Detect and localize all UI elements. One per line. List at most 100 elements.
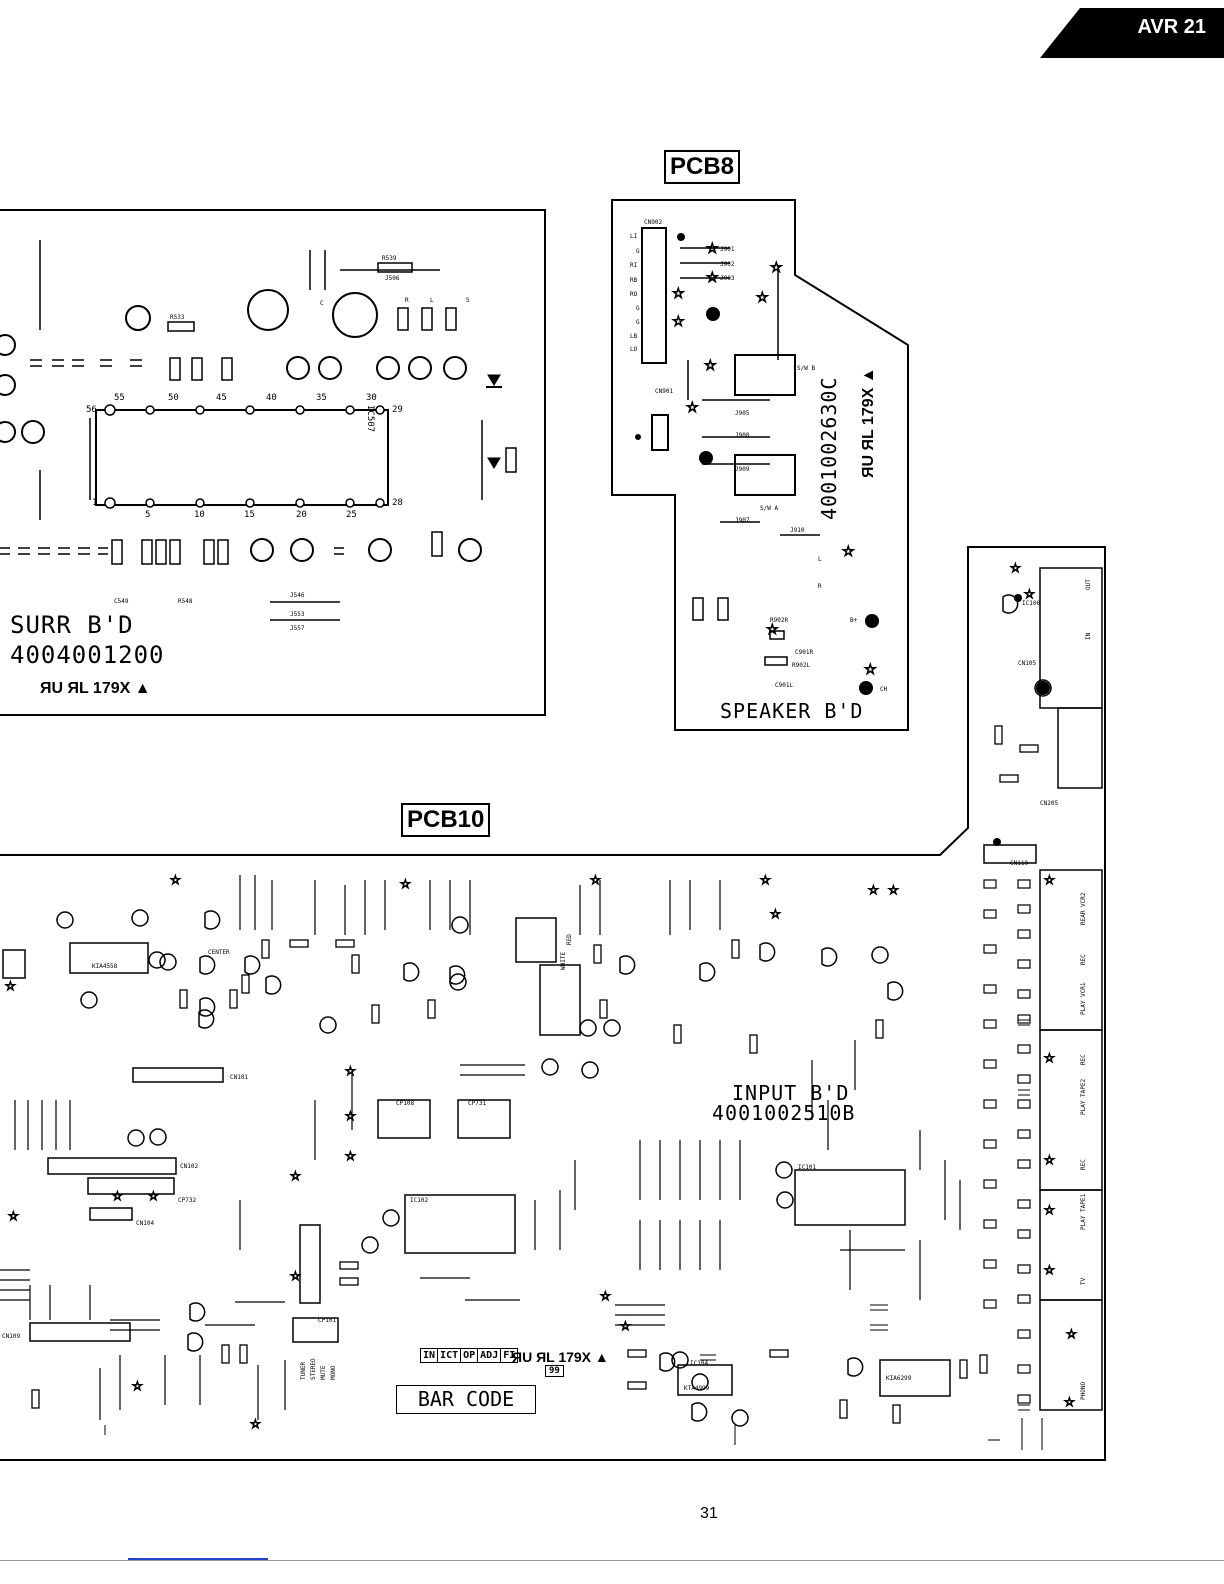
sw-b-body <box>734 354 796 396</box>
ic507-body <box>95 409 389 506</box>
label-red: RED <box>566 934 573 945</box>
io-rear-vcr2: REAR VCR2 <box>1080 892 1087 925</box>
svg-text:☆: ☆ <box>756 290 769 306</box>
surr-ul-mark: ЯU ЯL 179X ▲ <box>40 680 151 697</box>
svg-text:☆: ☆ <box>600 1289 611 1303</box>
pcb8-part-number: 4001002630C <box>817 376 841 520</box>
pcb10-part-number: 4001002510B <box>712 1101 856 1125</box>
label-mute: MUTE <box>320 1365 327 1380</box>
label-cp108: CP731 <box>468 1100 487 1107</box>
svg-text:☆: ☆ <box>888 883 899 897</box>
pin-g3: G <box>636 319 640 326</box>
label-j557: J557 <box>290 625 305 632</box>
label-r539: R539 <box>382 255 397 262</box>
pin-number-25: 25 <box>346 510 357 520</box>
pin-number-1: 1 <box>92 498 98 508</box>
label-j907: J907 <box>735 517 750 524</box>
label-cn205: CN205 <box>1040 800 1059 807</box>
label-l: L <box>818 556 822 563</box>
svg-text:☆: ☆ <box>148 1189 159 1203</box>
surr-electrolytics <box>0 289 482 562</box>
label-r902l: R902L <box>792 662 811 669</box>
label-sw-b: S/W B <box>797 365 816 372</box>
pin-g2: G <box>636 305 640 312</box>
label-ic104: IC104 <box>690 1360 709 1367</box>
footer-rule <box>0 1560 1224 1561</box>
pin-number-29: 29 <box>392 405 403 415</box>
label-c552: R548 <box>178 598 193 605</box>
label-cn109: CN109 <box>2 1333 21 1340</box>
io-rec-1: REC <box>1080 954 1087 965</box>
label-cn902: CN902 <box>644 219 663 226</box>
pin-number-20: 20 <box>296 510 307 520</box>
io-rec-3: REC <box>1080 1159 1087 1170</box>
svg-text:☆: ☆ <box>290 1169 301 1183</box>
surr-board-outline <box>0 209 546 716</box>
label-ic106: IC106 <box>1022 600 1041 607</box>
svg-text:☆: ☆ <box>842 544 855 560</box>
letter-c: C <box>320 300 324 307</box>
label-center: CENTER <box>208 949 230 956</box>
svg-text:☆: ☆ <box>706 241 719 257</box>
header-tab: AVR 21 <box>1040 0 1224 58</box>
header-tab-shape <box>1040 8 1224 58</box>
svg-text:☆: ☆ <box>1044 1263 1055 1277</box>
surr-ic-label: IC507 <box>365 405 375 433</box>
pin-number-45: 45 <box>216 393 227 403</box>
svg-text:☆: ☆ <box>1064 1395 1075 1409</box>
label-j910: J910 <box>790 527 805 534</box>
label-r: R <box>818 583 822 590</box>
surr-resistors <box>111 262 517 565</box>
svg-text:☆: ☆ <box>132 1379 143 1393</box>
svg-text:☆: ☆ <box>170 873 181 887</box>
pin-number-10: 10 <box>194 510 205 520</box>
pin-number-15: 15 <box>244 510 255 520</box>
insp-extra: 99 <box>545 1365 564 1377</box>
insp-in: IN <box>419 1348 439 1363</box>
svg-text:☆: ☆ <box>686 400 699 416</box>
label-cp107: CP108 <box>396 1100 415 1107</box>
footer-link-bar <box>128 1558 268 1560</box>
pcb10-ul-mark: ЯU ЯL 179X ▲ <box>512 1349 609 1365</box>
pcb10-board-outline <box>0 546 1106 1461</box>
svg-text:☆: ☆ <box>1024 587 1035 601</box>
svg-text:☆: ☆ <box>345 1109 356 1123</box>
insp-fi: FI <box>500 1348 519 1363</box>
label-kta4999: KTA4999 <box>684 1385 710 1392</box>
svg-text:☆: ☆ <box>864 662 877 678</box>
svg-text:☆: ☆ <box>345 1149 356 1163</box>
pcb10-dots <box>993 594 1050 846</box>
svg-text:☆: ☆ <box>1044 873 1055 887</box>
io-in: IN <box>1085 632 1092 640</box>
label-mono: MONO <box>330 1365 337 1380</box>
svg-text:☆: ☆ <box>766 622 779 638</box>
svg-text:☆: ☆ <box>8 1209 19 1223</box>
io-tv: TV <box>1080 1277 1087 1285</box>
pin-g1: G <box>636 248 640 255</box>
label-cn104: CN104 <box>136 1220 155 1227</box>
pin-number-28: 28 <box>392 498 403 508</box>
pcb8-ul-mark: ЯU ЯL 179X ▲ <box>860 367 877 478</box>
label-ic102: IC102 <box>410 1197 429 1204</box>
io-play-tape1: PLAY TAPE1 <box>1080 1193 1087 1230</box>
svg-text:☆: ☆ <box>1044 1153 1055 1167</box>
label-j902: J902 <box>720 261 735 268</box>
surr-part-number: 4004001200 <box>10 641 165 669</box>
pin-lb: LB <box>630 333 638 340</box>
insp-ict: ICT <box>437 1348 462 1363</box>
label-j901: J901 <box>720 246 735 253</box>
insp-adj: ADJ <box>477 1348 502 1363</box>
inspection-table: IN ICT OP ADJ FI <box>419 1348 519 1363</box>
pin-li: LI <box>630 233 638 240</box>
svg-text:☆: ☆ <box>400 877 411 891</box>
label-j903: J903 <box>720 275 735 282</box>
pcb8-board-name: SPEAKER B'D <box>720 699 864 723</box>
sw-a-body <box>734 454 796 496</box>
label-tuner: TUNER <box>300 1361 307 1380</box>
surr-cap-ticks <box>0 359 344 555</box>
pcb8-dots <box>635 233 879 695</box>
svg-text:☆: ☆ <box>1066 1327 1077 1341</box>
pin-number-55: 55 <box>114 393 125 403</box>
label-j553: J553 <box>290 611 305 618</box>
label-ch: CH <box>880 686 888 693</box>
